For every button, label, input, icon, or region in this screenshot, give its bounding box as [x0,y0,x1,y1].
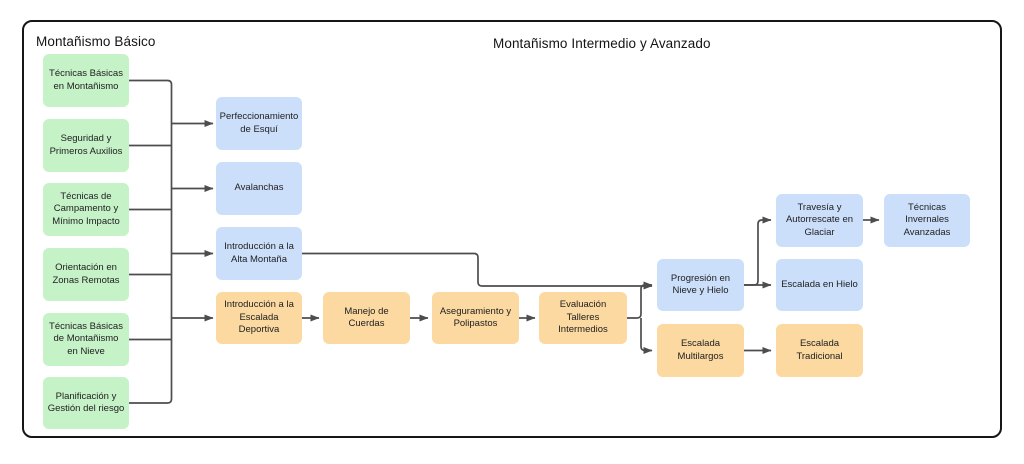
connector-basic-bus [129,79,173,404]
node-label: Aseguramiento y Polipastos [439,305,512,330]
node-label: Planificación y Gestión del riesgo [47,390,125,415]
node-label: Introducción a la Escalada Deportiva [224,299,294,336]
node-tecnicas-basicas-en-montanismo[interactable]: Técnicas Básicas en Montañismo [43,54,129,107]
section-title-montanismo-intermedio-avanzado: Montañismo Intermedio y Avanzado [493,36,711,51]
node-label: Técnicas Invernales Avanzadas [903,201,951,238]
node-label: Técnicas Básicas de Montañismo en Nieve [49,320,123,357]
node-label: Técnicas de Campamento y Mínimo Impacto [52,190,120,227]
node-planificacion-y-gestion-del-riesgo[interactable]: Planificación y Gestión del riesgo [43,377,129,429]
node-evaluacion-talleres-intermedios[interactable]: Evaluación Talleres Intermedios [539,292,627,344]
node-introduccion-a-la-escalada-deportiva[interactable]: Introducción a la Escalada Deportiva [216,292,302,344]
node-escalada-en-hielo[interactable]: Escalada en Hielo [776,259,863,311]
node-aseguramiento-y-polipastos[interactable]: Aseguramiento y Polipastos [432,292,519,344]
node-travesia-y-autorrescate-en-glaciar[interactable]: Travesía y Autorrescate en Glaciar [776,194,863,247]
node-tecnicas-de-campamento[interactable]: Técnicas de Campamento y Mínimo Impacto [43,183,129,236]
node-label: Manejo de Cuerdas [344,305,389,330]
node-label: Escalada Multilargos [677,338,724,362]
node-avalanchas[interactable]: Avalanchas [216,162,302,215]
connector-alta-montana-to-progresion [302,252,653,290]
node-introduccion-a-la-alta-montana[interactable]: Introducción a la Alta Montaña [216,227,302,280]
node-label: Avalanchas [234,182,284,194]
node-label: Escalada Tradicional [796,338,843,362]
node-perfeccionamiento-de-esqui[interactable]: Perfeccionamiento de Esquí [216,97,302,150]
diagram-frame [22,20,1002,438]
node-orientacion-en-zonas-remotas[interactable]: Orientación en Zonas Remotas [43,248,129,301]
node-label: Introducción a la Alta Montaña [224,241,294,265]
node-escalada-tradicional[interactable]: Escalada Tradicional [776,324,863,377]
node-label: Escalada en Hielo [781,278,858,290]
connector-evaluacion-to-progresion [627,281,653,319]
connector-evaluacion-to-multilargos [640,318,653,354]
node-label: Seguridad y Primeros Auxilios [49,133,123,157]
connector-progresion-to-travesia [744,216,772,286]
node-label: Perfeccionamiento de Esquí [219,111,299,135]
node-tecnicas-basicas-montanismo-en-nieve[interactable]: Técnicas Básicas de Montañismo en Nieve [43,313,129,366]
node-label: Orientación en Zonas Remotas [52,262,120,286]
node-tecnicas-invernales-avanzadas[interactable]: Técnicas Invernales Avanzadas [884,194,970,247]
node-label: Evaluación Talleres Intermedios [558,299,608,336]
node-progresion-en-nieve-y-hielo[interactable]: Progresión en Nieve y Hielo [657,259,744,311]
section-title-montanismo-basico: Montañismo Básico [36,34,156,49]
node-escalada-multilargos[interactable]: Escalada Multilargos [657,324,744,377]
node-label: Progresión en Nieve y Hielo [670,272,731,297]
node-label: Técnicas Básicas en Montañismo [49,68,123,92]
node-label: Travesía y Autorrescate en Glaciar [785,201,854,238]
node-manejo-de-cuerdas[interactable]: Manejo de Cuerdas [323,292,410,344]
node-seguridad-y-primeros-auxilios[interactable]: Seguridad y Primeros Auxilios [43,119,129,172]
